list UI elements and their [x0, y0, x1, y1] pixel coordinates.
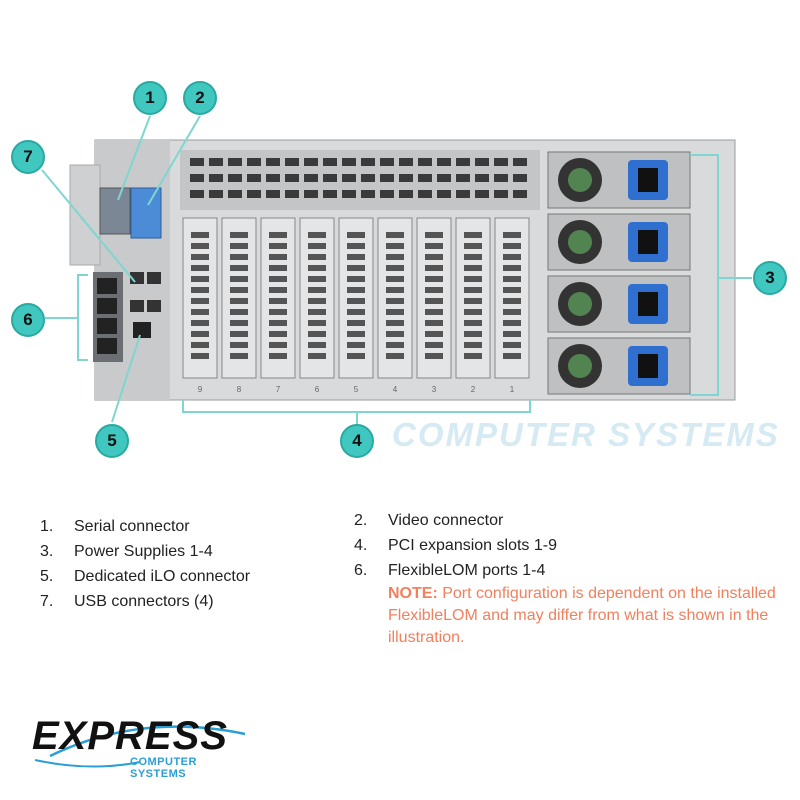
callout-3: 3: [753, 261, 787, 295]
legend-item: 5.Dedicated iLO connector: [40, 568, 251, 585]
legend-left: 1.Serial connector 3.Power Supplies 1-4 …: [40, 514, 250, 614]
power-supplies: [547, 151, 691, 395]
pci-slot: [182, 217, 218, 379]
callout-1: 1: [133, 81, 167, 115]
pci-slot: [221, 217, 257, 379]
pci-slot: [494, 217, 530, 379]
power-supply: [547, 151, 691, 209]
server-rear-diagram: 9 8 7 6 5 4 3 2 1: [41, 115, 752, 425]
usb-connectors: [130, 272, 161, 312]
pci-slot: [455, 217, 491, 379]
pci-slot: [416, 217, 452, 379]
slot-number: 8: [237, 385, 242, 394]
pci-slot: [377, 217, 413, 379]
pci-slot: [260, 217, 296, 379]
legend-item: 2.Video connector: [354, 512, 504, 529]
legend-item: 4.PCI expansion slots 1-9: [354, 537, 557, 554]
slot-number: 6: [315, 385, 320, 394]
slot-number: 9: [198, 385, 203, 394]
video-port: [130, 187, 162, 239]
slot-number: 2: [471, 385, 476, 394]
callout-7: 7: [11, 140, 45, 174]
slot-number: 1: [510, 385, 515, 394]
slot-number: 7: [276, 385, 281, 394]
serial-port: [99, 187, 131, 235]
express-logo: EXPRESS COMPUTER SYSTEMS: [30, 712, 250, 780]
callout-4: 4: [340, 424, 374, 458]
watermark: COMPUTER SYSTEMS: [392, 416, 780, 453]
ilo-port: [133, 322, 151, 338]
note-text: NOTE: Port configuration is dependent on…: [388, 585, 776, 646]
legend-item: 6.FlexibleLOM ports 1-4: [354, 562, 546, 579]
power-supply: [547, 213, 691, 271]
slot-number: 5: [354, 385, 359, 394]
power-supply: [547, 337, 691, 395]
pci-slot: [299, 217, 335, 379]
flexiblelom-ports: [93, 272, 123, 362]
legend-item: 7.USB connectors (4): [40, 593, 214, 610]
legend-right: 2.Video connector 4.PCI expansion slots …: [354, 508, 788, 649]
slot-number: 4: [393, 385, 398, 394]
slot-number: 3: [432, 385, 437, 394]
pci-slots: [182, 217, 530, 379]
pci-slot: [338, 217, 374, 379]
callout-5: 5: [95, 424, 129, 458]
legend-item: 3.Power Supplies 1-4: [40, 543, 213, 560]
legend-item: 1.Serial connector: [40, 518, 190, 535]
callout-2: 2: [183, 81, 217, 115]
power-supply: [547, 275, 691, 333]
callout-6: 6: [11, 303, 45, 337]
